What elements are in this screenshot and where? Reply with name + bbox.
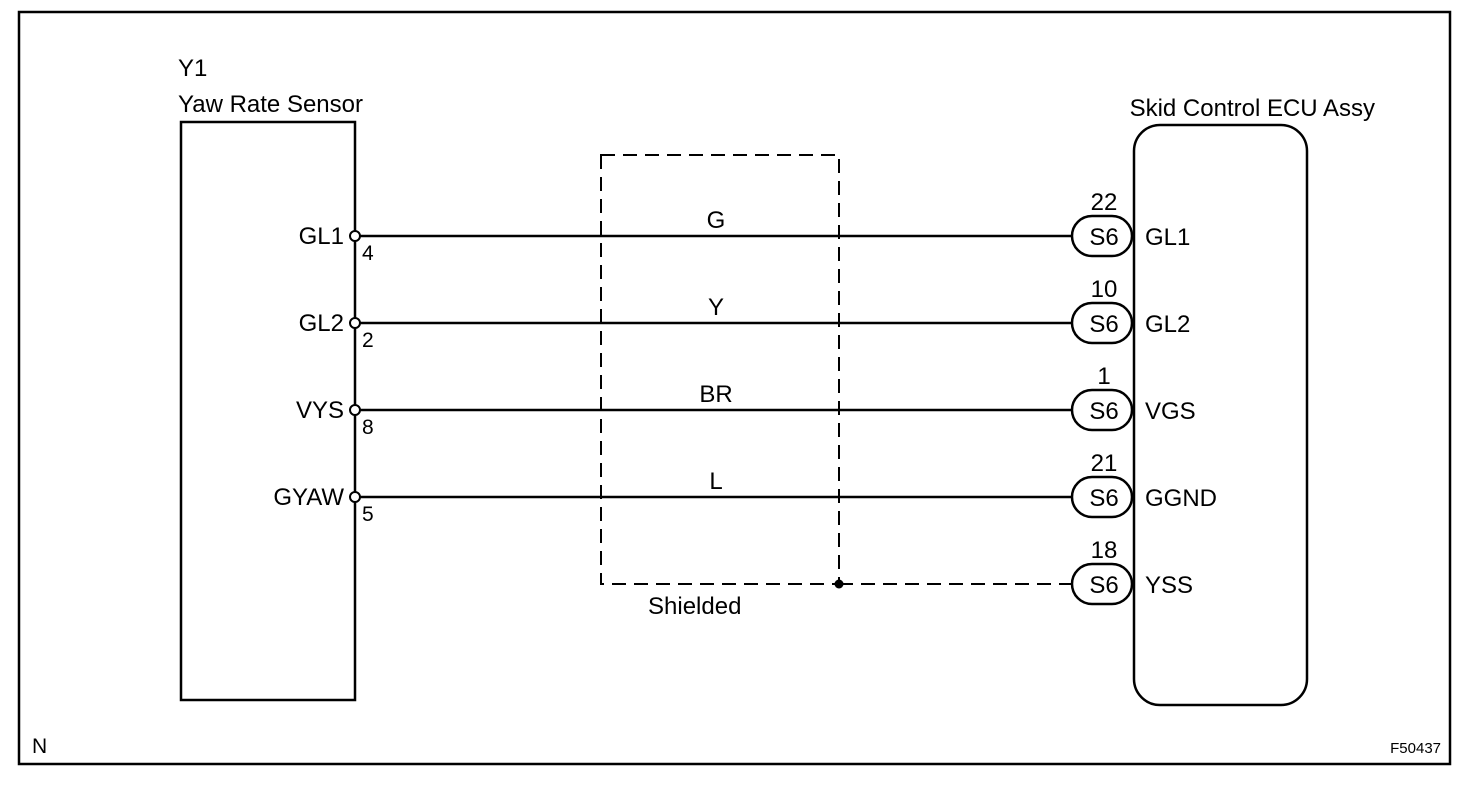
sensor-terminal-label: GL2 [299, 310, 344, 337]
sensor-terminal-label: GYAW [273, 484, 344, 511]
ecu-name: Skid Control ECU Assy [1130, 95, 1375, 122]
connector-pill [1070, 388, 1134, 432]
connector-pill [1070, 475, 1134, 519]
sensor-terminal-dot [349, 317, 361, 329]
diagram-frame [17, 10, 1452, 766]
ecu-pin-number: 21 [1091, 450, 1118, 477]
ecu-terminal-label: YSS [1145, 572, 1193, 599]
corner-mark: N [32, 735, 47, 758]
sensor-name: Yaw Rate Sensor [178, 91, 363, 118]
sensor-terminal-dot [349, 404, 361, 416]
ecu-terminal-label: GL1 [1145, 224, 1190, 251]
sensor-terminal-dot [349, 491, 361, 503]
sensor-pin-number: 4 [362, 242, 374, 265]
figure-code: F50437 [1390, 740, 1441, 757]
ecu-box [1132, 123, 1309, 707]
skid-control-ecu: Skid Control ECU Assy [1130, 95, 1375, 707]
ecu-pin-number: 10 [1091, 276, 1118, 303]
wire-color-code: Y [708, 294, 724, 321]
sensor-id: Y1 [178, 55, 207, 82]
ecu-terminal-label: VGS [1145, 398, 1196, 425]
connector-label: S6 [1089, 311, 1118, 338]
sensor-pin-number: 2 [362, 329, 374, 352]
shield: Shielded [600, 154, 1072, 620]
connector-label: S6 [1089, 398, 1118, 425]
ecu-pin-number: 1 [1097, 363, 1110, 390]
wire-color-code: L [709, 468, 722, 495]
ecu-pin-number: 22 [1091, 189, 1118, 216]
sensor-pin-number: 8 [362, 416, 374, 439]
ecu-pin-number: 18 [1091, 537, 1118, 564]
sensor-pin-number: 5 [362, 503, 374, 526]
connector-label: S6 [1089, 572, 1118, 599]
wire-color-code: BR [699, 381, 732, 408]
shield-box [600, 154, 840, 585]
connector-pill [1070, 301, 1134, 345]
connector-label: S6 [1089, 224, 1118, 251]
connector-label: S6 [1089, 485, 1118, 512]
ecu-terminal-label: GGND [1145, 485, 1217, 512]
sensor-terminal-label: GL1 [299, 223, 344, 250]
ecu-terminal-label: GL2 [1145, 311, 1190, 338]
yaw-rate-sensor: Y1 Yaw Rate Sensor [178, 55, 363, 702]
shield-junction-dot [834, 579, 844, 589]
shield-label: Shielded [648, 593, 741, 620]
connector-pill [1070, 562, 1134, 606]
sensor-terminal-dot [349, 230, 361, 242]
wire-color-code: G [707, 207, 726, 234]
sensor-terminal-label: VYS [296, 397, 344, 424]
connector-pill [1070, 214, 1134, 258]
